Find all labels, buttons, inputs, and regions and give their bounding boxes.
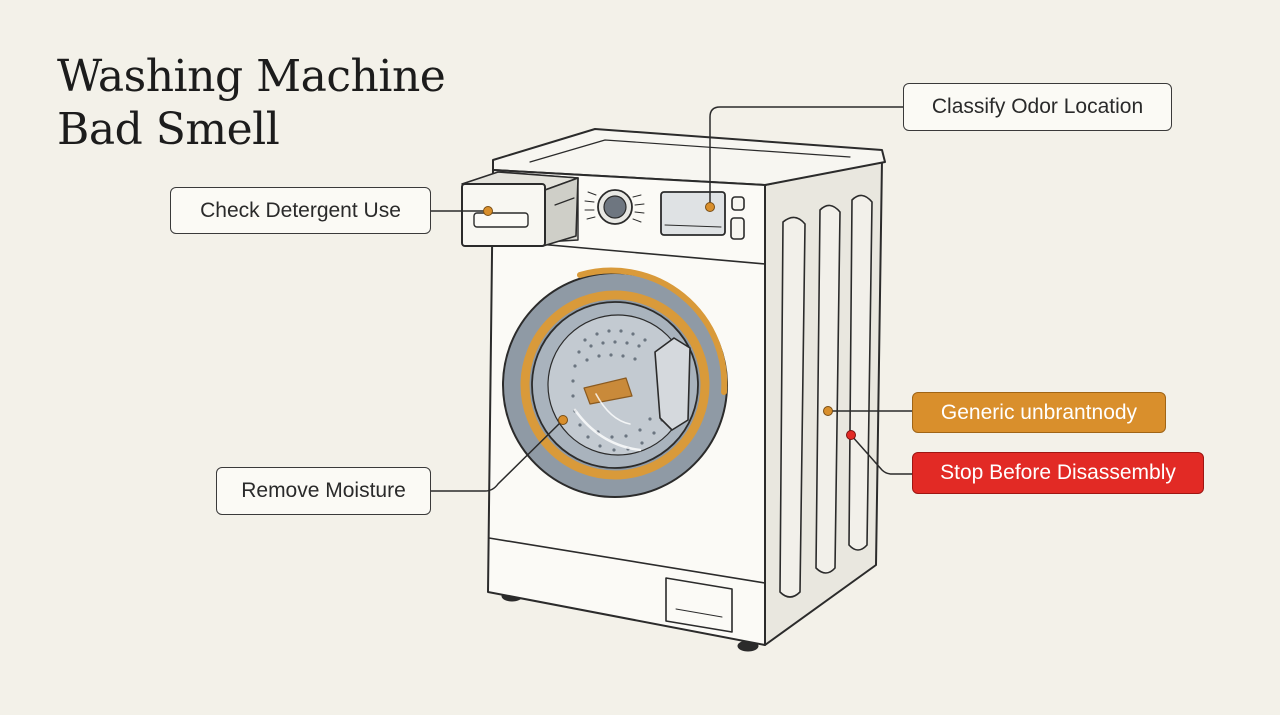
side-rib-2 [815, 204, 841, 574]
callout-check-detergent-use: Check Detergent Use [170, 187, 431, 234]
callout-stop-before-disassembly: Stop Before Disassembly [912, 452, 1204, 494]
marker-detergent [483, 206, 493, 216]
callout-classify-odor-location: Classify Odor Location [903, 83, 1172, 131]
knob-dial-marks [584, 191, 645, 223]
panel-button-bottom [730, 217, 745, 240]
control-knob-center [603, 195, 627, 219]
marker-moisture [558, 415, 568, 425]
marker-stop [846, 430, 856, 440]
leader-classify [709, 106, 903, 207]
drawer-handle [473, 212, 529, 228]
leader-moisture [431, 419, 564, 492]
marker-classify [705, 202, 715, 212]
drum-baffle [583, 377, 633, 405]
machine-top-rim [529, 139, 851, 163]
marker-generic [823, 406, 833, 416]
door-seal-orange [577, 267, 728, 395]
side-rib-3 [848, 194, 873, 551]
leader-stop [850, 434, 912, 475]
callout-markers [483, 202, 856, 440]
side-rib-1 [779, 216, 806, 598]
kick-plate-line [488, 537, 766, 584]
drawer-side [542, 177, 579, 247]
filter-door-slot [675, 608, 723, 618]
door-gasket-ring [520, 290, 710, 480]
callout-remove-moisture: Remove Moisture [216, 467, 431, 515]
title-line-1: Washing Machine [57, 51, 446, 102]
glass-reflection [573, 408, 642, 452]
washing-machine-illustration [461, 128, 886, 652]
filter-access-door [665, 577, 733, 633]
panel-button-top [731, 196, 745, 211]
page-title: Washing Machine Bad Smell [57, 50, 446, 156]
display-baseline [664, 224, 722, 228]
drawer-divider [554, 197, 575, 206]
callout-generic-unbrantnody: Generic unbrantnody [912, 392, 1166, 433]
door-handle [654, 337, 691, 431]
leader-lines [431, 106, 912, 492]
title-line-2: Bad Smell [57, 104, 280, 155]
glass-reflection-small [595, 393, 631, 425]
display-screen [660, 191, 726, 236]
